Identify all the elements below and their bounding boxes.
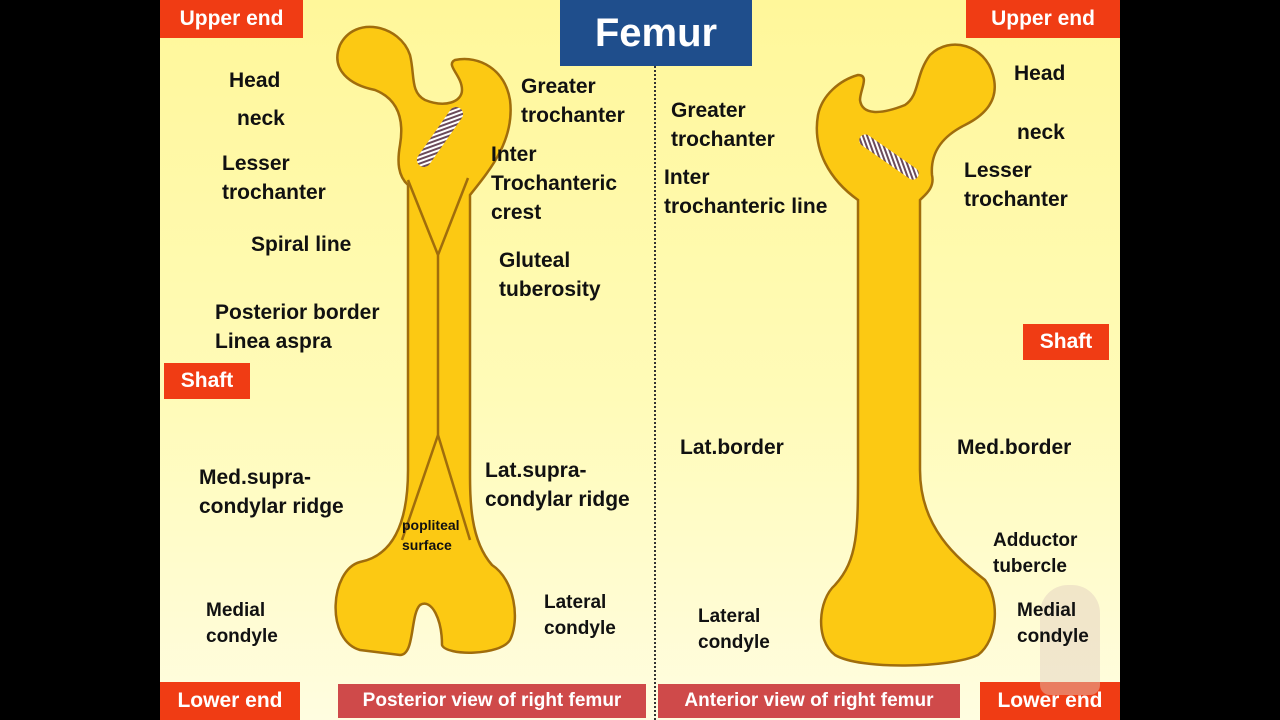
label-neck: neck: [237, 107, 285, 130]
femur-diagrams: [334, 25, 997, 667]
label-lat-border: Lat.border: [680, 436, 784, 459]
slide-title: Femur: [560, 0, 752, 66]
posterior-shaft-tag: Shaft: [164, 363, 250, 399]
posterior-upper-end-tag: Upper end: [160, 0, 303, 38]
label-med-border: Med.border: [957, 436, 1072, 459]
slide: Femur Upper end Shaft Lower end Posterio…: [160, 0, 1120, 720]
anterior-lower-end-tag: Lower end: [980, 682, 1120, 720]
posterior-femur-bone: [334, 25, 517, 657]
posterior-hatched-area: [416, 107, 464, 167]
label-ant-neck: neck: [1017, 121, 1065, 144]
posterior-lower-end-tag: Lower end: [160, 682, 300, 720]
label-med-supracondylar-ridge: Med.supra-condylar ridge: [199, 466, 344, 518]
anterior-shaft-tag: Shaft: [1023, 324, 1109, 360]
anterior-hatched-area: [859, 134, 919, 180]
presenter-video-overlay: [1040, 585, 1100, 695]
label-spiral-line: Spiral line: [251, 233, 352, 256]
view-divider: [654, 66, 656, 720]
anterior-femur-bone: [815, 43, 997, 667]
label-ant-head: Head: [1014, 62, 1066, 85]
label-lat-supracondylar-ridge: Lat.supra-condylar ridge: [485, 459, 630, 511]
label-head: Head: [229, 69, 281, 92]
anterior-view-label: Anterior view of right femur: [658, 684, 960, 718]
anterior-upper-end-tag: Upper end: [966, 0, 1120, 38]
posterior-view-label: Posterior view of right femur: [338, 684, 646, 718]
